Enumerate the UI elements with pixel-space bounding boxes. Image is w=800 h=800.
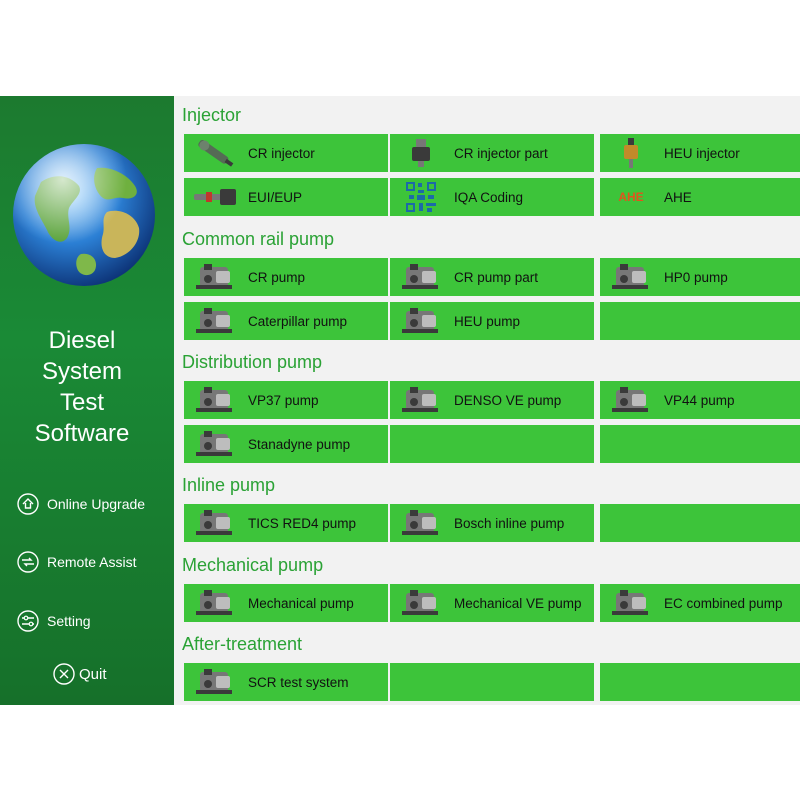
globe-logo-icon [13,144,155,286]
tile-cr-pump[interactable]: CR pump [184,258,388,296]
empty-tile [390,663,594,701]
tile-label: Mechanical VE pump [454,595,582,611]
section-title: Mechanical pump [182,555,324,575]
remote-assist-label: Remote Assist [47,554,137,570]
ec-combined-pump-icon [608,587,654,619]
tile-label: VP44 pump [664,392,735,408]
denso-ve-pump-icon [398,384,444,416]
online-upgrade-label: Online Upgrade [47,496,146,512]
pump-part-icon [398,261,444,293]
tile-label: CR pump [248,269,306,285]
app-title: Diesel System Test Software [0,325,164,449]
remote-assist-icon [17,551,39,573]
tile-cr-pump-part[interactable]: CR pump part [390,258,594,296]
hp0-pump-icon [608,261,654,293]
tile-vp44-pump[interactable]: VP44 pump [600,381,800,419]
quit-label: Quit [79,665,107,683]
tile-label: IQA Coding [454,189,524,205]
tile-stanadyne-pump[interactable]: Stanadyne pump [184,425,388,463]
setting-label: Setting [47,613,91,629]
tile-label: CR injector part [454,145,548,161]
cr-injector-icon [192,137,238,169]
app-title-line: Software [34,420,130,447]
tile-cr-injector[interactable]: CR injector [184,134,388,172]
tile-tics-red4-pump[interactable]: TICS RED4 pump [184,504,388,542]
tile-label: CR pump part [454,269,539,285]
tile-label: CR injector [248,145,315,161]
tile-mechanical-pump[interactable]: Mechanical pump [184,584,388,622]
tile-eui-eup[interactable]: EUI/EUP [184,178,388,216]
section-title: Injector [182,105,242,125]
tile-label: TICS RED4 pump [248,515,357,531]
mechanical-ve-pump-icon [398,587,444,619]
tile-label: Stanadyne pump [248,436,351,452]
sidebar: Diesel System Test Software Online Upgra… [0,96,174,705]
app-title-line: Diesel [48,327,116,354]
tile-label: DENSO VE pump [454,392,562,408]
empty-tile [600,504,800,542]
tile-label: Bosch inline pump [454,515,565,531]
section-title: After-treatment [182,634,303,654]
tile-label: VP37 pump [248,392,319,408]
heu-pump-icon [398,305,444,337]
app-title-line: System [41,358,122,385]
tile-iqa-coding[interactable]: IQA Coding [390,178,594,216]
tile-label: Mechanical pump [248,595,354,611]
tile-vp37-pump[interactable]: VP37 pump [184,381,388,419]
tile-ec-combined-pump[interactable]: EC combined pump [600,584,800,622]
tile-heu-pump[interactable]: HEU pump [390,302,594,340]
ahe-logo-icon: AHE [618,190,644,204]
mechanical-pump-icon [192,587,238,619]
tile-caterpillar-pump[interactable]: Caterpillar pump [184,302,388,340]
tile-hp0-pump[interactable]: HP0 pump [600,258,800,296]
tile-label: AHE [664,189,692,205]
scr-system-icon [192,666,238,698]
close-circle-icon [53,663,75,685]
tics-red4-pump-icon [192,507,238,539]
tile-mechanical-ve-pump[interactable]: Mechanical VE pump [390,584,594,622]
tile-label: HEU injector [664,145,740,161]
tile-ahe[interactable]: AHE AHE [600,178,800,216]
empty-tile [600,425,800,463]
upgrade-icon [17,493,39,515]
tile-scr-test-system[interactable]: SCR test system [184,663,388,701]
quit-button[interactable]: Quit [53,659,107,689]
app-window: Diesel System Test Software Online Upgra… [0,96,800,705]
tile-label: EUI/EUP [248,189,303,205]
section-title: Common rail pump [182,229,335,249]
vp37-pump-icon [192,384,238,416]
setting-icon [17,610,39,632]
remote-assist-button[interactable]: Remote Assist [17,547,136,577]
tile-cr-injector-part[interactable]: CR injector part [390,134,594,172]
main-panel: Injector CR injector CR injector part HEU i… [174,96,800,705]
tile-label: HEU pump [454,313,521,329]
section-title: Inline pump [182,475,276,495]
tile-label: SCR test system [248,674,349,690]
tile-label: EC combined pump [664,595,783,611]
tile-label: Caterpillar pump [248,313,348,329]
tile-heu-injector[interactable]: HEU injector [600,134,800,172]
tile-bosch-inline-pump[interactable]: Bosch inline pump [390,504,594,542]
tile-label: HP0 pump [664,269,728,285]
eui-eup-icon [192,181,238,213]
bosch-inline-pump-icon [398,507,444,539]
empty-tile [600,302,800,340]
app-title-line: Test [59,389,104,416]
setting-button[interactable]: Setting [17,606,91,636]
qr-code-icon [398,181,444,213]
heu-injector-icon [608,137,654,169]
online-upgrade-button[interactable]: Online Upgrade [17,489,145,519]
empty-tile [600,663,800,701]
cr-pump-icon [192,261,238,293]
empty-tile [390,425,594,463]
injector-part-icon [398,137,444,169]
tile-denso-ve-pump[interactable]: DENSO VE pump [390,381,594,419]
stanadyne-pump-icon [192,428,238,460]
caterpillar-pump-icon [192,305,238,337]
vp44-pump-icon [608,384,654,416]
section-title: Distribution pump [182,352,323,372]
